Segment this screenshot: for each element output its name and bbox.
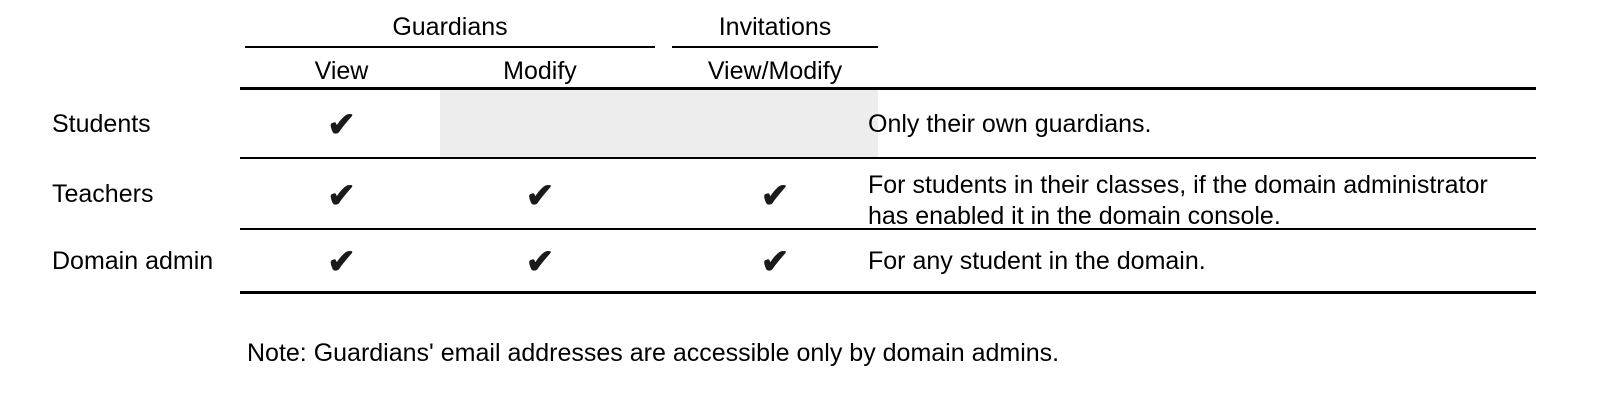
- column-group-guardians-label: Guardians: [392, 13, 508, 41]
- table-subheader-row: View Modify View/Modify: [0, 56, 1600, 88]
- row-note-domain-admin: For any student in the domain.: [868, 247, 1206, 275]
- column-group-invitations-rule: [672, 46, 878, 48]
- row-label-teachers: Teachers: [52, 180, 154, 208]
- table-rule-bottom: [240, 291, 1536, 294]
- check-icon-domain-admin-guardians-view: ✔: [327, 243, 356, 281]
- column-group-invitations: Invitations: [672, 12, 878, 48]
- table-rule-top: [240, 87, 1536, 90]
- column-group-guardians-rule: [245, 46, 655, 48]
- table-row: Teachers ✔ ✔ ✔ For students in their cla…: [0, 160, 1600, 230]
- check-icon-teachers-guardians-modify: ✔: [525, 177, 555, 215]
- table-rule-after-teachers: [240, 228, 1536, 230]
- check-icon-teachers-invitations-viewmodify: ✔: [760, 177, 790, 215]
- row-note-teachers: For students in their classes, if the do…: [868, 171, 1488, 230]
- row-label-domain-admin: Domain admin: [52, 247, 214, 275]
- column-header-guardians-modify: Modify: [503, 57, 577, 85]
- table-row: Domain admin ✔ ✔ ✔ For any student in th…: [0, 231, 1600, 291]
- column-header-guardians-view: View: [314, 57, 369, 85]
- check-icon-domain-admin-invitations-viewmodify: ✔: [760, 243, 790, 281]
- table-rule-after-students: [240, 157, 1536, 159]
- check-icon-students-guardians-view: ✔: [327, 106, 356, 144]
- row-label-students: Students: [52, 110, 151, 138]
- table-footnote: Note: Guardians' email addresses are acc…: [247, 339, 1060, 367]
- column-group-invitations-label: Invitations: [718, 13, 832, 41]
- table-column-group-header: Guardians Invitations: [0, 12, 1600, 52]
- disabled-cell-shading-students: [440, 90, 878, 157]
- check-icon-teachers-guardians-view: ✔: [327, 177, 356, 215]
- row-note-students: Only their own guardians.: [868, 110, 1152, 138]
- column-header-invitations-viewmodify: View/Modify: [707, 57, 843, 85]
- column-group-guardians: Guardians: [245, 12, 655, 48]
- table-row: Students ✔ Only their own guardians.: [0, 90, 1600, 157]
- check-icon-domain-admin-guardians-modify: ✔: [525, 243, 555, 281]
